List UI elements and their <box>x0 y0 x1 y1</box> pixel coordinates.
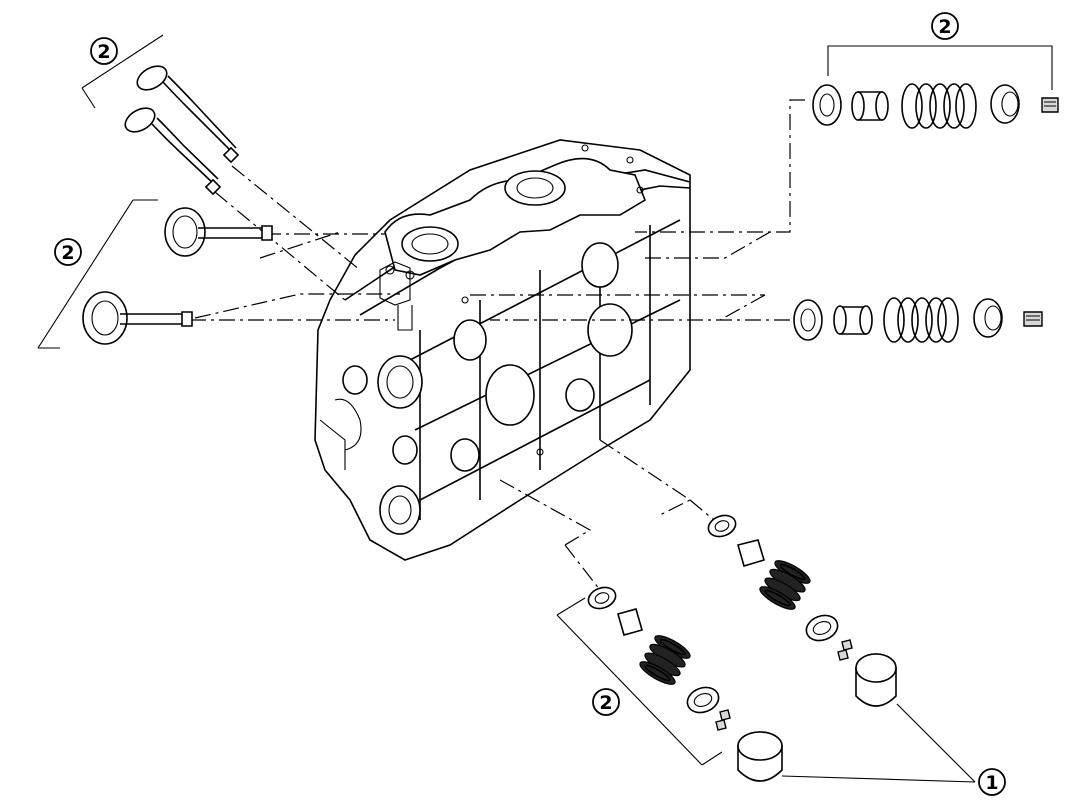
exhaust-valve-pair-upper <box>81 34 240 196</box>
callout-2-top-left: 2 <box>90 37 118 65</box>
svg-text:2: 2 <box>938 16 951 38</box>
callout-2-top-right: 2 <box>931 12 959 40</box>
svg-text:2: 2 <box>61 242 74 264</box>
valve-spring-set-lower-right <box>707 514 897 707</box>
svg-text:2: 2 <box>599 692 612 714</box>
callout-2-mid-left: 2 <box>54 238 82 266</box>
callout-1-bottom-right: 1 <box>978 768 1006 796</box>
lifter-leader-bottom <box>781 775 976 783</box>
valve-spring-set-lower-center <box>556 586 783 782</box>
cylinder-head <box>314 139 691 561</box>
svg-text:2: 2 <box>97 41 110 63</box>
svg-text:1: 1 <box>985 772 998 794</box>
valve-spring-set-upper-right <box>812 45 1059 129</box>
callout-2-bottom-center: 2 <box>592 688 620 716</box>
valve-spring-set-middle-right <box>793 297 1043 343</box>
leader-lines <box>190 99 805 591</box>
intake-valve-pair-left <box>37 199 273 349</box>
lifter-leader-right <box>896 703 976 783</box>
